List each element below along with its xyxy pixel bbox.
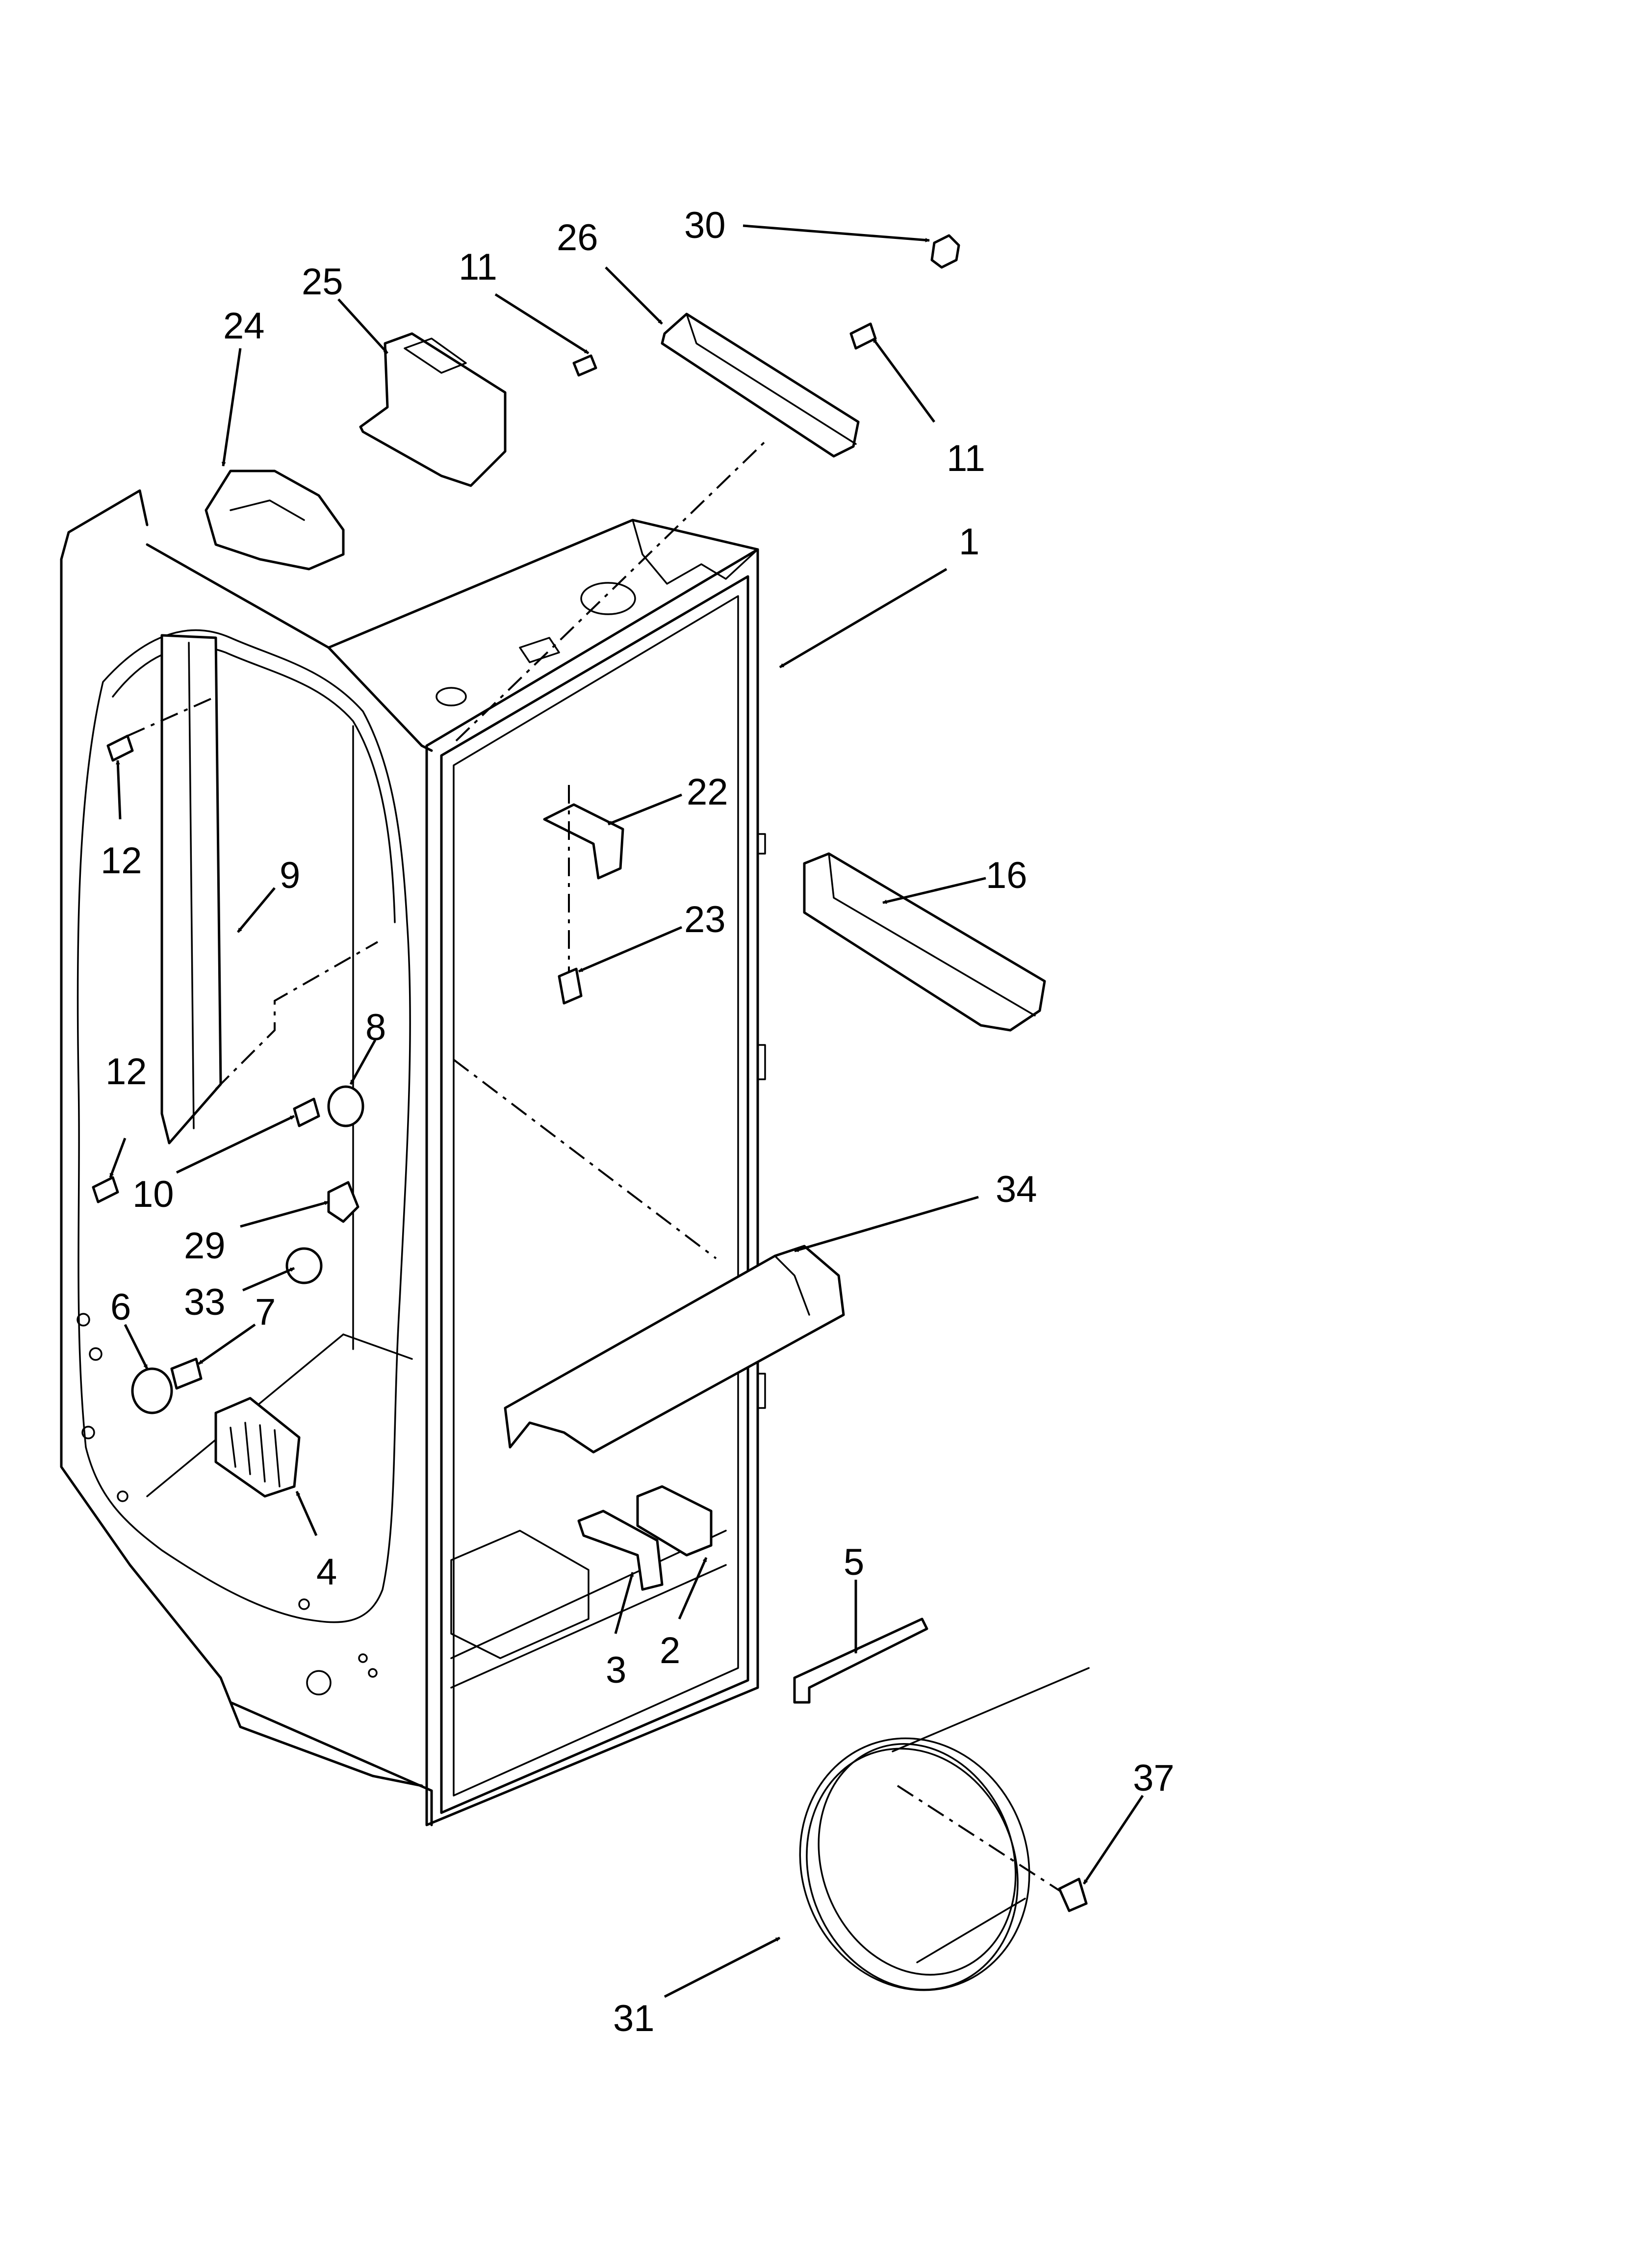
callout-1: 1	[959, 521, 979, 563]
screw-37-part	[1058, 1877, 1088, 1912]
screw-top-a	[572, 354, 597, 377]
callout-8: 8	[365, 1007, 386, 1048]
knob-6-part	[131, 1367, 173, 1414]
socket-29-part	[327, 1181, 359, 1223]
callout-37: 37	[1133, 1757, 1175, 1799]
tubing-coil-31-part	[799, 1667, 1090, 1991]
grille-4-part	[214, 1397, 301, 1498]
light-socket-part	[205, 469, 345, 571]
bulb-33-part	[285, 1247, 323, 1284]
callout-6: 6	[110, 1286, 131, 1328]
callout-23: 23	[684, 899, 726, 940]
knob-8-part	[327, 1085, 364, 1127]
shaft-7-part	[170, 1357, 203, 1390]
callout-12-upper: 12	[101, 840, 142, 882]
callout-7: 7	[255, 1291, 276, 1333]
callout-22: 22	[687, 771, 728, 813]
callout-25: 25	[302, 261, 343, 303]
clip-part	[930, 234, 960, 269]
callout-31: 31	[613, 1998, 655, 2039]
screw-10-part	[293, 1097, 320, 1127]
callout-12-lower: 12	[105, 1051, 147, 1093]
screw-top-b	[849, 322, 877, 350]
callout-34: 34	[996, 1169, 1037, 1210]
callout-30: 30	[684, 205, 726, 246]
leader-lines	[109, 224, 1144, 1998]
bracket-2-part	[636, 1485, 713, 1557]
top-rail-part	[661, 313, 860, 458]
callout-2: 2	[660, 1630, 680, 1671]
bracket-part	[543, 803, 624, 880]
screw-12-upper	[106, 734, 134, 762]
cable-tie-5-part	[793, 1617, 928, 1704]
bracket-3-part	[577, 1510, 664, 1591]
callout-4: 4	[316, 1551, 337, 1593]
screw-23	[558, 967, 583, 1005]
callout-26: 26	[557, 217, 598, 259]
callout-33: 33	[184, 1281, 226, 1323]
callout-29: 29	[184, 1225, 226, 1267]
callout-10: 10	[132, 1173, 174, 1215]
callout-16: 16	[986, 855, 1027, 896]
cover-34-part	[504, 1245, 845, 1454]
callout-11-right: 11	[947, 438, 985, 479]
callout-3: 3	[606, 1649, 626, 1691]
callout-9: 9	[280, 855, 300, 896]
callout-5: 5	[844, 1541, 864, 1583]
callout-11-upper: 11	[459, 246, 497, 288]
callout-labels: 30 26 11 25 24 11 1 22 16 23 12 9 8 12 3…	[101, 205, 1175, 2039]
screw-12-lower	[92, 1176, 119, 1203]
callout-24: 24	[223, 305, 265, 347]
light-housing-part	[359, 332, 507, 487]
